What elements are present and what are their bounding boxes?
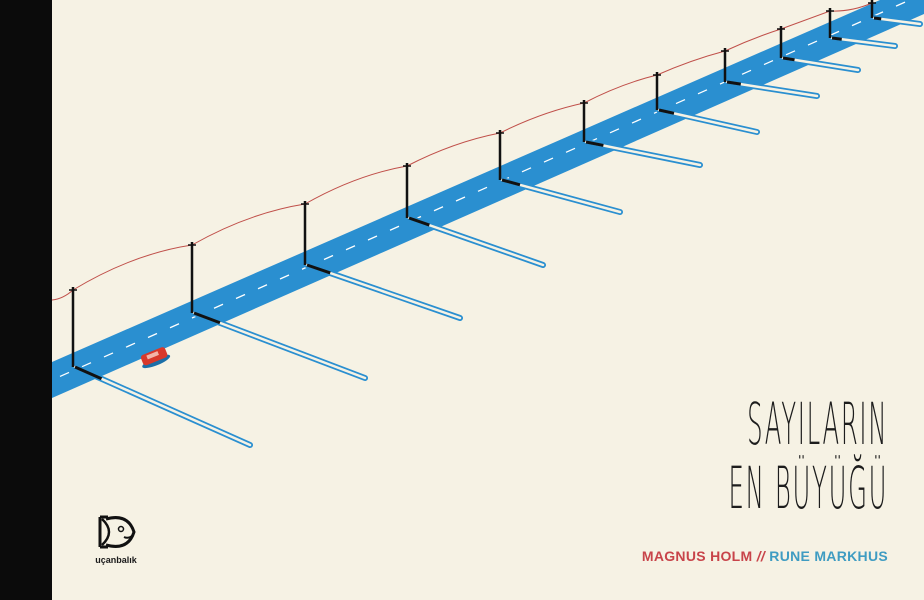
pole-shadow-inner [657,108,759,134]
pole-shadow-inner [407,216,545,267]
book-title: SAYILARIN EN BÜYÜĞÜ [728,392,888,520]
road-dash [257,284,268,290]
title-line-2: EN BÜYÜĞÜ [728,454,888,522]
pole-shadow-on-road [782,56,795,62]
road-dash [213,303,224,309]
fish-logo-icon [98,515,136,549]
road-dash [455,196,466,202]
pole-shadow-on-road [726,80,742,86]
road-dash [433,206,444,212]
pole-shadow-on-road [873,16,882,21]
road-dash [323,254,334,261]
road-dash [521,167,532,173]
author-1: MAGNUS HOLM [641,548,753,564]
title-line-1: SAYILARIN [746,390,888,458]
road-dash [565,147,576,153]
pole-shadow-inner [305,263,462,320]
author-2: RUNE MARKHUS [769,548,888,564]
road-dash [235,293,246,300]
pole-shadow-on-road [501,178,521,187]
pole-shadow-inner [725,80,819,98]
road-dash [81,362,92,368]
road-dash [389,225,400,231]
pole-shadow-inner [192,311,367,380]
publisher-logo: uçanbalık [94,515,138,565]
road [52,0,924,398]
pole-shadow-inner [830,36,897,48]
road-dash [543,157,554,163]
pole-shadow-inner [73,365,252,447]
pole-shadows [72,15,923,448]
road-dash [631,118,642,124]
pole-shadow-inner [584,140,702,167]
red-car [140,347,171,369]
road-dash [125,342,136,348]
road-dash [741,69,752,75]
road-dash [477,186,488,192]
road-dash [367,235,378,241]
pole-shadow-on-road [585,140,604,147]
road-dash [763,59,774,66]
road-dash [345,245,356,251]
pole-shadow-on-road [306,263,331,275]
road-dash [697,89,708,95]
power-poles [69,0,876,367]
road-dash [785,50,796,56]
pole-shadow-on-road [658,108,675,115]
road-dash [895,1,906,7]
road-dash [675,98,686,105]
road-dash [851,21,862,27]
pole-shadow-on-road [831,36,842,41]
pole-shadow-inner [781,56,860,72]
road-dash [147,332,158,339]
pole-shadow-on-road [74,365,103,381]
road-dash [829,30,840,36]
road-dash [169,323,180,329]
road-dash [807,40,818,46]
authors: MAGNUS HOLM // RUNE MARKHUS [642,548,888,564]
road-dash [103,352,114,358]
road-dash [609,128,620,134]
pole-shadow-on-road [408,216,430,227]
power-wire [51,2,873,301]
publisher-name: uçanbalık [95,555,137,565]
pole-shadow-inner [500,178,622,214]
book-spine-edge [0,0,52,600]
pole-shadow-inner [872,16,922,26]
author-separator: // [756,548,766,564]
pole-shadow-on-road [193,311,221,325]
road-dash [279,274,290,280]
road-dash [59,371,70,378]
